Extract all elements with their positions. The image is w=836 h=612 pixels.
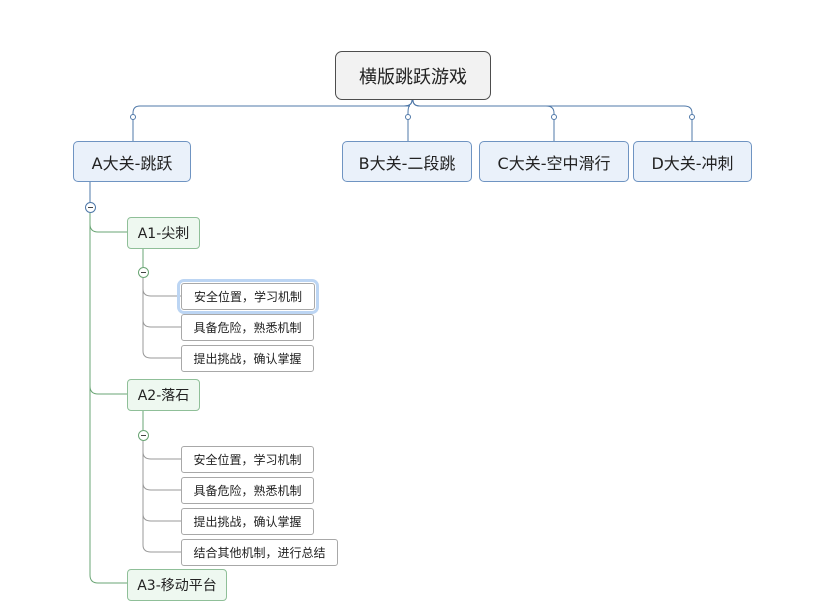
connector-dot-icon [130,114,136,120]
leaf-a1-3[interactable]: 提出挑战，确认掌握 [181,345,314,372]
root-topic[interactable]: 横版跳跃游戏 [335,51,491,100]
connector-dot-icon [689,114,695,120]
connector-root-d [412,99,693,141]
main-topic-c[interactable]: C大关-空中滑行 [479,141,629,182]
connector-a-a1 [89,213,127,233]
leaf-a2-2[interactable]: 具备危险，熟悉机制 [181,477,314,504]
main-topic-b[interactable]: B大关-二段跳 [342,141,472,182]
leaf-a1-2[interactable]: 具备危险，熟悉机制 [181,314,314,341]
connector-dot-icon [405,114,411,120]
main-topic-d[interactable]: D大关-冲刺 [633,141,752,182]
connector-a-a3 [89,213,127,584]
leaf-a2-4[interactable]: 结合其他机制，进行总结 [181,539,338,566]
connector-a-a2 [89,213,127,395]
subtopic-a2[interactable]: A2-落石 [127,379,200,411]
leaf-a2-3[interactable]: 提出挑战，确认掌握 [181,508,314,535]
subtopic-a3[interactable]: A3-移动平台 [127,569,227,601]
collapse-a1-icon[interactable] [138,267,149,278]
connector-dot-icon [551,114,557,120]
connector-root-b [403,99,413,141]
leaf-a2-1[interactable]: 安全位置，学习机制 [181,446,314,473]
collapse-a2-icon[interactable] [138,430,149,441]
connector-root-a [132,99,413,141]
leaf-a1-1[interactable]: 安全位置，学习机制 [177,279,319,314]
subtopic-a1[interactable]: A1-尖刺 [127,217,200,249]
collapse-a-icon[interactable] [85,202,96,213]
connector-root-c [412,99,555,141]
main-topic-a[interactable]: A大关-跳跃 [73,141,191,182]
